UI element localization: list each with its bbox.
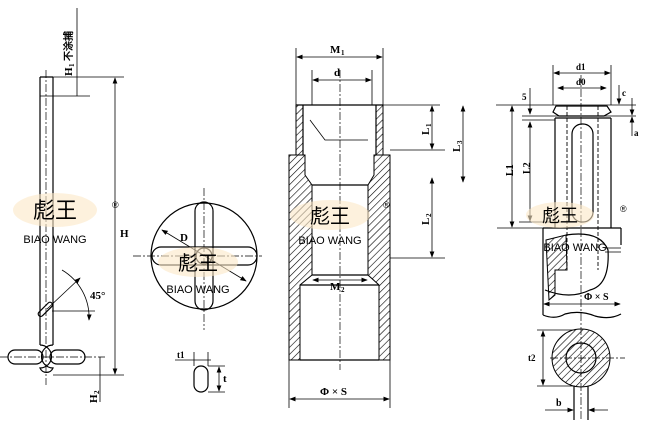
c-label: c [622,88,626,98]
t-label: t [223,373,227,385]
l2-subscript: 2 [425,213,433,217]
sleeve-phi-s-label: Φ × S [584,292,609,303]
h1-label: H [63,67,75,76]
tube-d-label: d [334,67,340,79]
watermark-brand: BIAO WANG [543,242,606,254]
a-label: a [634,128,639,138]
d1-label: d1 [576,62,586,72]
b-label: b [556,398,562,409]
five-label: 5 [522,92,527,102]
sleeve-l1-label: L1 [505,164,516,176]
t2-label: t2 [528,353,536,363]
h2-subscript: 2 [93,390,101,394]
watermark-logo-text: 彪王 [310,205,350,228]
watermark-brand: BIAO WANG [23,234,86,246]
h1-subscript: 1 [68,63,76,67]
m1-subscript: 1 [341,49,345,57]
watermark-logo-text: 彪王 [33,198,77,223]
l3-subscript: 3 [456,140,464,144]
l3-label: L [451,145,463,152]
h1-note: 不涂捕 [62,31,75,61]
watermark-logo-text: 彪王 [542,206,578,226]
m2-label: M [330,281,341,293]
watermark-registered: ® [112,200,119,210]
h-label: H [120,228,129,240]
watermark-logo-oval [158,247,238,277]
h2-label: H [88,394,100,403]
m2-subscript: 2 [341,286,345,294]
watermark-logo-oval [526,202,594,228]
watermark-brand: BIAO WANG [298,235,361,247]
l1-subscript: 1 [425,123,433,127]
watermark-2: 彪王 BIAO WANG [158,247,238,296]
sleeve-l2-label: L2 [522,162,533,174]
rod-figure: 45° H H 1 不涂捕 H 2 [0,8,129,403]
angle-label: 45° [90,290,105,302]
l1-label: L [420,128,432,135]
m1-label: M [330,44,341,56]
watermark-1: 彪王 ® BIAO WANG [13,193,119,246]
watermark-logo-text: 彪王 [178,252,218,275]
sleeve-figure: Φ × S d1 d0 L1 L2 5 c a t2 b [496,62,639,420]
tube-phi-s-label: Φ × S [320,386,347,398]
t1-label: t1 [177,350,185,360]
watermark-registered: ® [383,200,390,210]
watermark-4: 彪王 ® BIAO WANG [526,202,627,254]
d-label: D [180,232,188,244]
d0-label: d0 [576,77,586,87]
watermark-registered: ® [620,204,627,214]
watermark-brand: BIAO WANG [166,284,229,296]
cross-section-figure: D t1 t [133,188,262,393]
watermark-logo-oval [13,193,97,227]
l2-label: L [420,218,432,225]
watermark-3: 彪王 ® BIAO WANG [290,200,390,247]
watermark-logo-oval [290,200,370,230]
